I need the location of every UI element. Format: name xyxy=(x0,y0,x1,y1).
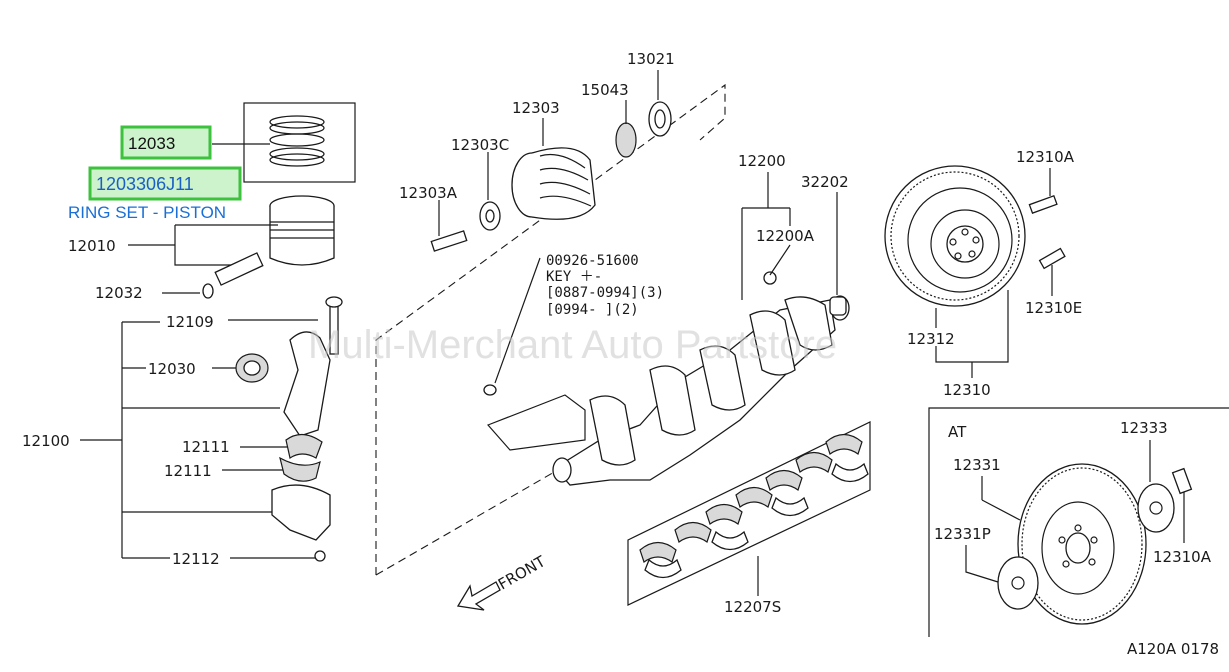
drive-plate-drawing xyxy=(997,463,1193,625)
part-label-12112[interactable]: 12112 xyxy=(172,550,220,568)
part-label-12331[interactable]: 12331 xyxy=(953,456,1001,474)
part-label-12200a[interactable]: 12200A xyxy=(756,227,815,245)
part-12033-label[interactable]: 12033 xyxy=(128,134,175,153)
piston-rings-drawing xyxy=(269,115,325,167)
front-label: FRONT xyxy=(495,552,549,594)
part-description: RING SET - PISTON xyxy=(68,203,226,222)
part-label-12111-upper[interactable]: 12111 xyxy=(182,438,230,456)
main-bearings-drawing xyxy=(639,433,869,579)
bracket-12200 xyxy=(741,172,791,300)
part-label-12010[interactable]: 12010 xyxy=(68,237,116,255)
at-inset-frame xyxy=(928,407,1229,637)
diagram-code: A120A 0178 xyxy=(1127,640,1219,658)
crankshaft-drawing xyxy=(483,271,850,486)
leader-key xyxy=(494,257,541,384)
piston-pin-drawing xyxy=(202,252,264,299)
part-label-12303a[interactable]: 12303A xyxy=(399,184,458,202)
flywheel-drawing xyxy=(884,165,1066,307)
piston-drawing xyxy=(269,195,335,266)
part-label-12200[interactable]: 12200 xyxy=(738,152,786,170)
part-label-12303c[interactable]: 12303C xyxy=(451,136,509,154)
key-note-line4: [0994- ](2) xyxy=(546,302,639,318)
front-arrow-icon xyxy=(456,581,501,611)
part-label-12032[interactable]: 12032 xyxy=(95,284,143,302)
leader-12010 xyxy=(174,225,248,266)
key-note-line3: [0887-0994](3) xyxy=(546,285,664,301)
part-12033-highlight[interactable] xyxy=(120,125,212,160)
part-number-highlight[interactable] xyxy=(88,166,242,201)
part-label-12303[interactable]: 12303 xyxy=(512,99,560,117)
part-label-12333[interactable]: 12333 xyxy=(1120,419,1168,437)
part-label-12310a-bottom[interactable]: 12310A xyxy=(1153,548,1212,566)
part-number-link[interactable]: 1203306J11 xyxy=(96,174,194,194)
part-label-12310e[interactable]: 12310E xyxy=(1025,299,1082,317)
ring-set-frame xyxy=(243,102,356,183)
part-label-32202[interactable]: 32202 xyxy=(801,173,849,191)
connecting-rod-drawing xyxy=(235,296,343,562)
bearing-set-frame xyxy=(627,421,871,606)
part-label-12310a-top[interactable]: 12310A xyxy=(1016,148,1075,166)
key-note-line2: KEY ＋- xyxy=(546,269,602,285)
assembly-dashed-frame xyxy=(375,83,726,575)
watermark: Multi-Merchant Auto Partstore xyxy=(308,323,837,367)
part-label-12207s[interactable]: 12207S xyxy=(724,598,781,616)
part-label-12312[interactable]: 12312 xyxy=(907,330,955,348)
part-label-13021[interactable]: 13021 xyxy=(627,50,675,68)
key-note-line1: 00926-51600 xyxy=(546,253,639,269)
part-label-12331p[interactable]: 12331P xyxy=(934,525,991,543)
part-label-12109[interactable]: 12109 xyxy=(166,313,214,331)
part-label-12310[interactable]: 12310 xyxy=(943,381,991,399)
part-label-15043[interactable]: 15043 xyxy=(581,81,629,99)
crank-pulley-drawing xyxy=(430,101,672,252)
part-label-12100[interactable]: 12100 xyxy=(22,432,70,450)
part-label-12111-lower[interactable]: 12111 xyxy=(164,462,212,480)
at-label: AT xyxy=(948,423,967,441)
part-label-12030[interactable]: 12030 xyxy=(148,360,196,378)
